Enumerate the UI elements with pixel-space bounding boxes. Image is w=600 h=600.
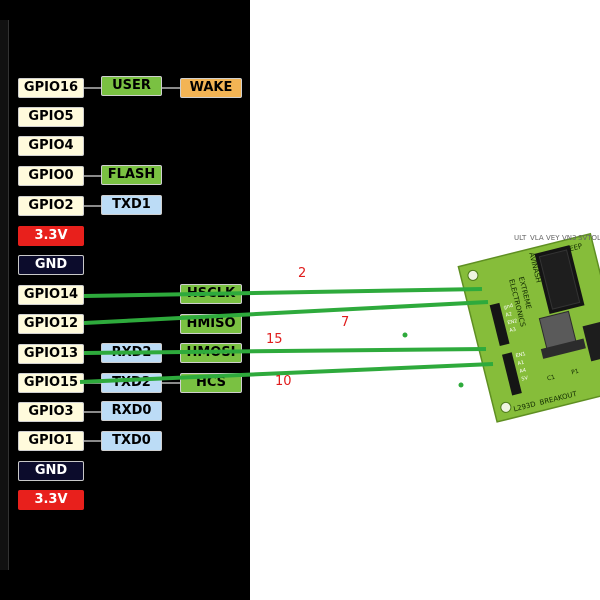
board-header-text-5: SVTOL (578, 234, 600, 242)
board-header-text-3: VEY (546, 234, 560, 242)
solder-dot (402, 332, 408, 338)
board-text-p1: P1 (571, 368, 580, 377)
pin-gpio3: GPIO3 (18, 402, 84, 422)
pin-connector (84, 205, 101, 207)
solder-dot (458, 382, 464, 388)
pin-label-top-3: EN2 (507, 318, 518, 326)
wire-label-10: 10 (275, 374, 292, 389)
pin-gpio1: GPIO1 (18, 431, 84, 451)
pin-txd1: TXD1 (101, 195, 162, 215)
wire-label-15: 15 (266, 332, 283, 347)
wire-label-2: 2 (298, 266, 307, 281)
pin-connector (84, 87, 101, 89)
pin-user: USER (101, 76, 162, 96)
pin-gpio15: GPIO15 (18, 373, 84, 393)
header-top (489, 302, 510, 346)
pin-gpio12: GPIO12 (18, 314, 84, 334)
board-header-text-1: ULT (514, 234, 527, 242)
pin-label-bottom-3: A4 (519, 367, 527, 374)
board-header-text-4: VN3 (562, 234, 576, 242)
pin-flash: FLASH (101, 165, 162, 185)
wire-gpio12 (83, 300, 489, 325)
pin-label-top-4: A3 (509, 327, 517, 334)
header-bottom (501, 352, 522, 396)
wire-label-7: 7 (341, 315, 350, 330)
pin-connector (84, 440, 101, 442)
pin-gpio14: GPIO14 (18, 285, 84, 305)
pin-label-top-2: A2 (505, 311, 513, 318)
pin-gpio5: GPIO5 (18, 107, 84, 127)
pin-connector (162, 87, 180, 89)
pin-gnd-b: GND (18, 461, 84, 481)
pin-connector (84, 175, 101, 177)
wire-gpio13 (83, 347, 487, 355)
board-text-c1: C1 (546, 374, 556, 383)
pcb-body (457, 232, 600, 423)
pin-gpio2: GPIO2 (18, 196, 84, 216)
pin-connector (162, 382, 180, 384)
pin-txd0: TXD0 (101, 431, 162, 451)
pin-label-top-1: gnd (503, 303, 514, 311)
pin-label-bottom-4: 5V (521, 375, 529, 383)
pin-gnd-a: GND (18, 255, 84, 275)
pin-gpio0: GPIO0 (18, 166, 84, 186)
pin-3v3-b: 3.3V (18, 490, 84, 510)
wire-gpio14 (83, 287, 483, 298)
pin-label-bottom-2: A1 (517, 360, 525, 367)
pin-gpio13: GPIO13 (18, 344, 84, 364)
wire-gpio15 (79, 362, 494, 384)
board-header-text-2: VLA (530, 234, 544, 242)
pin-gpio4: GPIO4 (18, 136, 84, 156)
pin-connector (84, 411, 101, 413)
pin-wake: WAKE (180, 78, 242, 98)
board-edge (0, 20, 9, 570)
board-text-eep: EEP (569, 242, 584, 253)
pin-3v3-a: 3.3V (18, 226, 84, 246)
pin-rxd0: RXD0 (101, 401, 162, 421)
pin-gpio16: GPIO16 (18, 78, 84, 98)
pin-label-bottom-1: EN1 (515, 351, 526, 359)
